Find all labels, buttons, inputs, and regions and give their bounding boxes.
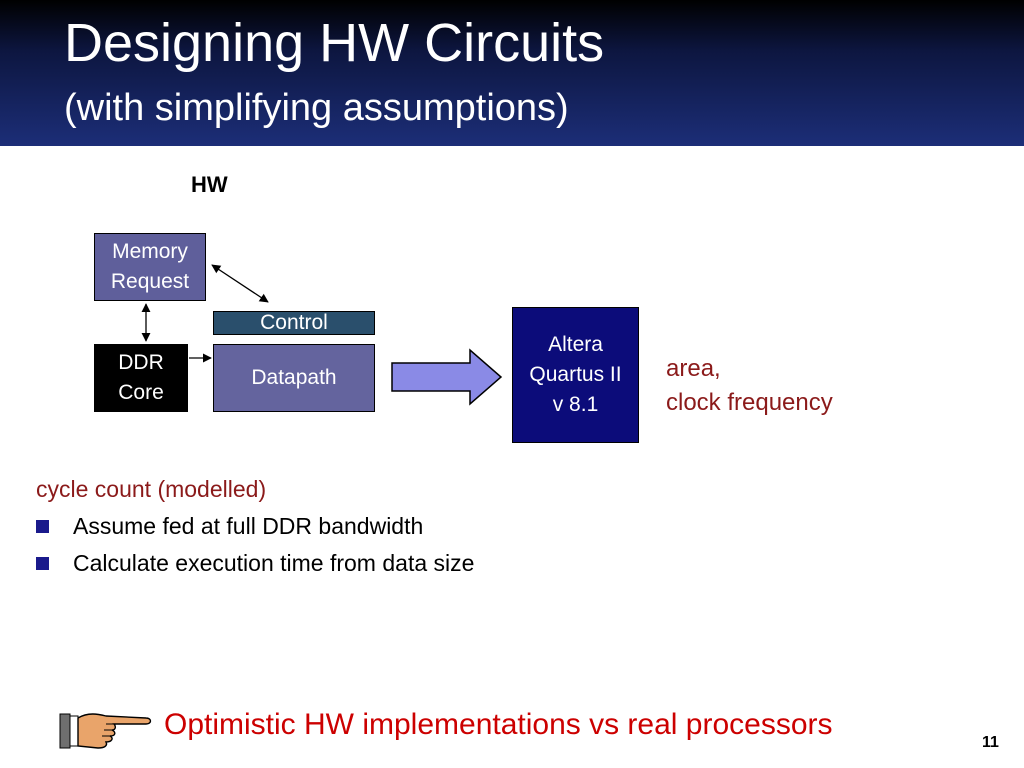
ddr-core-box: DDR Core <box>94 344 188 412</box>
control-box: Control <box>213 311 375 335</box>
bullet-text: Assume fed at full DDR bandwidth <box>73 513 423 540</box>
cycle-count-heading: cycle count (modelled) <box>36 476 266 503</box>
bullet-text: Calculate execution time from data size <box>73 550 474 577</box>
bullet-item: Calculate execution time from data size <box>36 550 474 577</box>
pointing-hand-icon <box>58 708 154 752</box>
memory-control-arrow <box>212 265 268 302</box>
page-number: 11 <box>982 734 999 752</box>
square-bullet-icon <box>36 557 49 570</box>
memory-request-box: Memory Request <box>94 233 206 301</box>
square-bullet-icon <box>36 520 49 533</box>
footer-note: Optimistic HW implementations vs real pr… <box>164 708 833 742</box>
altera-quartus-box: Altera Quartus II v 8.1 <box>512 307 639 443</box>
output-metrics: area, clock frequency <box>666 352 833 420</box>
bullet-item: Assume fed at full DDR bandwidth <box>36 513 423 540</box>
datapath-box: Datapath <box>213 344 375 412</box>
flow-block-arrow <box>392 350 501 404</box>
